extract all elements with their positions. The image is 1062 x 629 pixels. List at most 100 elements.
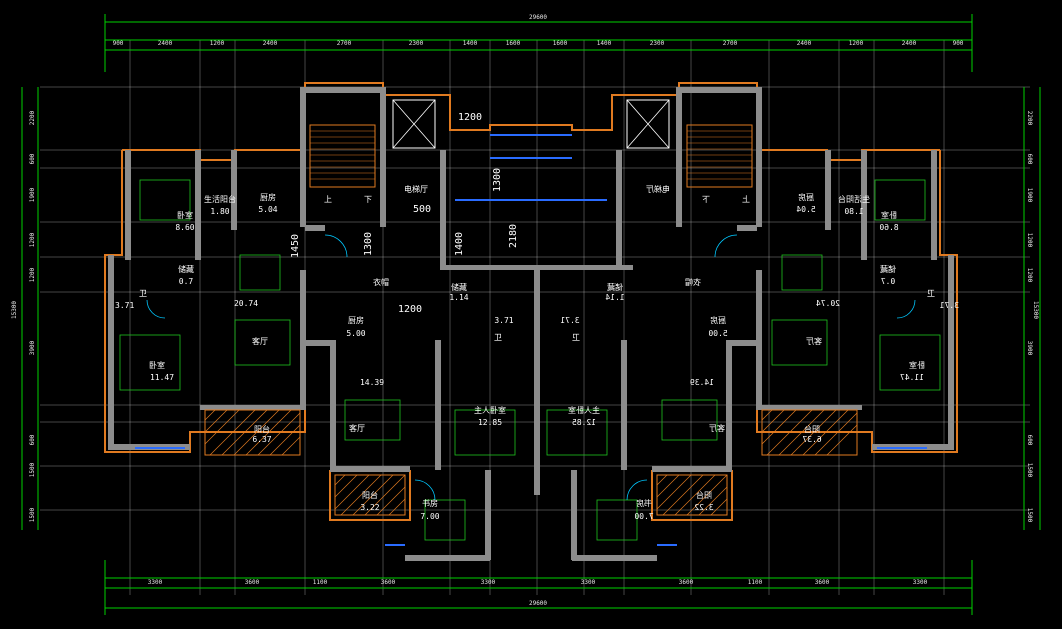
room-area: 8.60: [175, 223, 194, 232]
room-area: 6.37: [802, 435, 821, 444]
room-name: 储藏: [880, 264, 896, 274]
room-area: 1.80: [210, 207, 229, 216]
dimension-labels: 29600 29600 15300 15300 900 2400 1200 24…: [11, 14, 1039, 607]
top-dim-label: 900: [113, 40, 124, 47]
top-dim-label: 2300: [650, 40, 665, 47]
right-dim-label: 1500: [1026, 463, 1033, 478]
room-name: 电梯厅: [404, 184, 428, 194]
room-name: 客厅: [806, 336, 822, 346]
room-area: 14.39: [690, 378, 714, 387]
bottom-dim-label: 3300: [481, 579, 496, 586]
doors: [146, 234, 916, 501]
room-name: 上: [324, 195, 332, 204]
room-name: 下: [364, 195, 372, 204]
right-dim-label: 1200: [1026, 268, 1033, 283]
right-dim-label: 1200: [1026, 233, 1033, 248]
room-area: 7.00: [420, 512, 439, 521]
top-dim-label: 1200: [210, 40, 225, 47]
wall-outline: [104, 82, 958, 521]
room-area: 1.14: [605, 293, 624, 302]
room-area: 3.71: [494, 316, 513, 325]
room-labels: 卧室 8.60 生活阳台 1.80 厨房 5.04 卫 3.71 储藏 0.7 …: [115, 184, 514, 521]
left-dim-label: 600: [29, 434, 36, 445]
balcony-hatches: [204, 409, 858, 516]
room-name: 厨房: [260, 192, 276, 202]
room-name: 卫: [139, 289, 147, 298]
left-dim-label: 1500: [29, 462, 36, 477]
top-dim-label: 1600: [553, 40, 568, 47]
room-area: 8.60: [879, 223, 898, 232]
room-name: 卫: [927, 289, 935, 298]
room-name: 阳台: [804, 424, 820, 434]
room-name: 储藏: [607, 282, 623, 292]
right-dim-label: 600: [1026, 154, 1033, 165]
note-label: 1200: [398, 304, 422, 315]
overall-left-dim: 15300: [11, 301, 18, 319]
note-label: 1300: [492, 168, 503, 192]
room-area: 14.39: [360, 378, 384, 387]
room-name: 生活阳台: [838, 194, 870, 204]
room-area: 3.71: [940, 301, 959, 310]
room-area: 1.80: [844, 207, 863, 216]
bottom-dim-label: 3300: [581, 579, 596, 586]
right-dim-label: 1500: [1026, 508, 1033, 523]
bottom-dim-label: 3600: [679, 579, 694, 586]
top-dim-label: 2400: [263, 40, 278, 47]
room-name: 书房: [636, 498, 652, 508]
room-area: 3.22: [360, 503, 379, 512]
room-name: 客厅: [349, 423, 365, 433]
note-label: 1450: [290, 234, 301, 258]
room-name: 储藏: [178, 264, 194, 274]
right-dim-label: 2200: [1026, 111, 1033, 126]
room-name: 厨房: [798, 192, 814, 202]
right-dim-label: 3900: [1026, 341, 1033, 356]
room-area: 5.00: [708, 329, 727, 338]
room-name: 衣帽: [685, 277, 701, 287]
overall-top-dim: 29600: [529, 14, 547, 21]
room-name: 卧室: [149, 360, 165, 370]
top-dim-label: 1200: [849, 40, 864, 47]
room-name: 卫: [572, 333, 580, 342]
room-name: 客厅: [709, 423, 725, 433]
room-name: 主人卧室: [474, 405, 506, 415]
overall-bottom-dim: 29600: [529, 600, 547, 607]
room-area: 11.47: [900, 373, 924, 382]
bottom-dim-label: 3600: [245, 579, 260, 586]
furniture: [119, 179, 941, 541]
top-dim-label: 1400: [597, 40, 612, 47]
room-area: 7.00: [634, 512, 653, 521]
note-label: 1300: [363, 232, 374, 256]
note-label: 1200: [458, 112, 482, 123]
left-dim-label: 1500: [29, 507, 36, 522]
top-dim-label: 2300: [409, 40, 424, 47]
room-area: 6.37: [252, 435, 271, 444]
overall-right-dim: 15300: [1032, 301, 1039, 319]
bottom-dim-label: 3600: [381, 579, 396, 586]
top-dim-label: 2400: [902, 40, 917, 47]
room-area: 11.47: [150, 373, 174, 382]
right-dim-label: 600: [1026, 435, 1033, 446]
room-name: 卧室: [909, 360, 925, 370]
top-dim-label: 1600: [506, 40, 521, 47]
room-area: 5.04: [258, 205, 277, 214]
room-name: 生活阳台: [204, 194, 236, 204]
room-area: 3.71: [115, 301, 134, 310]
room-area: 20.74: [816, 299, 840, 308]
room-area: 20.74: [234, 299, 258, 308]
room-area: 3.71: [560, 316, 579, 325]
top-dim-label: 2400: [158, 40, 173, 47]
room-name: 客厅: [252, 336, 268, 346]
room-name: 上: [742, 195, 750, 204]
room-name: 厨房: [348, 315, 364, 325]
top-dim-label: 900: [953, 40, 964, 47]
room-area: 1.14: [449, 293, 468, 302]
top-dim-label: 2700: [337, 40, 352, 47]
note-label: 1400: [454, 232, 465, 256]
left-dim-label: 1900: [29, 187, 36, 202]
room-name: 衣帽: [373, 277, 389, 287]
room-name: 厨房: [710, 315, 726, 325]
top-dim-label: 2700: [723, 40, 738, 47]
bottom-dim-label: 1100: [313, 579, 328, 586]
room-area: 0.7: [179, 277, 194, 286]
